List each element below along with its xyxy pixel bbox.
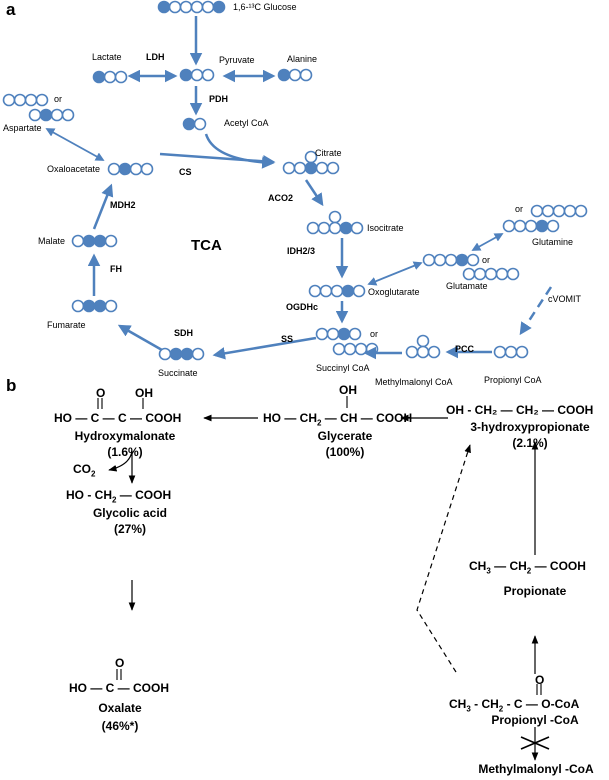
hydroxypropionate-name: 3-hydroxypropionate [470, 420, 590, 434]
succinyl-coa-label: Succinyl CoA [316, 363, 370, 373]
glycolic-acid-percent: (27%) [113, 522, 146, 536]
hydroxymalonate-percent: (1.6%) [107, 445, 143, 459]
ss-enzyme-label: SS [281, 334, 294, 344]
succinate-label: Succinate [158, 368, 198, 378]
propionate-name: Propionate [503, 584, 567, 598]
aspartate-carbons [2, 93, 75, 122]
isocitrate-label: Isocitrate [367, 223, 404, 233]
citrate-carbons [282, 150, 340, 175]
fumarate-label: Fumarate [47, 320, 86, 330]
acetyl-coa-label: Acetyl CoA [224, 118, 269, 128]
co2-label: CO2 [73, 462, 96, 479]
propionate-formula: CH3 — CH2 — COOH [469, 559, 586, 576]
isocitrate-carbons [306, 210, 364, 235]
block-cross [520, 736, 550, 750]
citrate-label: Citrate [315, 148, 342, 158]
propionyl-coa-label: Propionyl CoA [484, 375, 542, 385]
hydroxymalonate-name: Hydroxymalonate [74, 429, 176, 443]
fh-enzyme-label: FH [110, 264, 122, 274]
ldh-enzyme-label: LDH [146, 52, 165, 62]
arrow-succinylcoa-succinate [212, 336, 317, 360]
methylmalonyl-coa-label: Methylmalonyl CoA [375, 377, 453, 387]
glycerate-hydroxyl: OH [339, 383, 357, 397]
glutamate-label: Glutamate [446, 281, 488, 291]
pyruvate-label: Pyruvate [219, 55, 255, 65]
mdh2-enzyme-label: MDH2 [110, 200, 136, 210]
glutamate-or-label: or [482, 255, 491, 265]
glutamate-carbons [422, 253, 520, 281]
tca-cycle-label: TCA [191, 237, 222, 254]
hydroxypropionate-percent: (2.1%) [512, 436, 548, 450]
malate-label: Malate [38, 236, 66, 246]
methylmalonyl-coa-carbons [405, 334, 441, 359]
succinyl-coa-carbons [315, 327, 379, 356]
oxalate-carbonyl-o: O [115, 656, 125, 670]
hydroxypropionate-formula: OH - CH₂ — CH₂ — COOH [446, 403, 594, 417]
glycerate-name: Glycerate [317, 429, 373, 443]
pdh-enzyme-label: PDH [209, 94, 229, 104]
pcc-enzyme-label: PCC [455, 344, 475, 354]
malate-carbons [71, 234, 118, 248]
oxaloacetate-carbons [107, 162, 154, 176]
arrow-aspartate-oxaloacetate [45, 128, 105, 161]
glycolic-acid-name: Glycolic acid [92, 506, 168, 520]
oxalate-formula: HO — C — COOH [69, 681, 170, 695]
aco2-enzyme-label: ACO2 [268, 193, 294, 203]
succinate-carbons [158, 347, 205, 361]
pyruvate-carbons [179, 68, 215, 82]
arrow-cvomit-propionylcoa [519, 286, 553, 336]
oxaloacetate-label: Oxaloacetate [47, 164, 101, 174]
glutamine-carbons [502, 204, 588, 233]
fumarate-carbons [71, 299, 118, 313]
alanine-carbons [277, 68, 313, 82]
oxoglutarate-carbons [308, 284, 366, 298]
propionyl-coa-carbonyl-o: O [535, 673, 545, 687]
panel-label-a: a [6, 0, 16, 19]
hydroxymalonate-hydroxyl: OH [135, 386, 153, 400]
arrow-glutamate-glutamine [471, 233, 504, 251]
cs-enzyme-label: CS [179, 167, 192, 177]
methylmalonyl-coa-name: Methylmalonyl -CoA [478, 762, 594, 776]
hydroxymalonate-carbonyl-o: O [96, 386, 106, 400]
ogdhc-enzyme-label: OGDHc [286, 302, 319, 312]
glucose-label: 1,6-¹³C Glucose [233, 2, 297, 12]
lactate-label: Lactate [92, 52, 122, 62]
panel-label-b: b [6, 376, 17, 395]
glycerate-formula: HO — CH2 — CH — COOH [263, 411, 413, 428]
succinyl-or-label: or [370, 329, 379, 339]
reaction-arrows [108, 414, 550, 761]
arrow-co2-release [108, 450, 133, 472]
hydroxymalonate-formula: HO — C — C — COOH [54, 411, 182, 425]
glycerate-percent: (100%) [325, 445, 365, 459]
arrow-propionylcoa-hydroxypropionate-dashed [416, 444, 471, 673]
glucose-carbons [157, 0, 226, 14]
arrow-oxaloacetate-citrate [159, 152, 276, 168]
propionyl-coa-formula: CH3 - CH2 - C — O-CoA [449, 697, 580, 714]
aspartate-label: Aspartate [3, 123, 42, 133]
alanine-label: Alanine [287, 54, 318, 64]
cvomit-label: cVOMIT [548, 294, 581, 304]
arrow-citrate-isocitrate [304, 179, 324, 207]
oxoglutarate-label: Oxoglutarate [368, 287, 420, 297]
lactate-carbons [92, 70, 128, 84]
aspartate-or-label: or [54, 94, 63, 104]
sdh-enzyme-label: SDH [174, 328, 194, 338]
pathway-arrows [45, 16, 553, 360]
oxalate-percent: (46%*) [101, 719, 139, 733]
glycolic-acid-formula: HO - CH2 — COOH [66, 488, 172, 505]
glutamine-or-label: or [515, 204, 524, 214]
chemistry-bonds [97, 396, 542, 695]
acetyl-coa-carbons [182, 117, 207, 131]
oxalate-name: Oxalate [98, 701, 142, 715]
propionyl-coa-name: Propionyl -CoA [491, 713, 579, 727]
arrow-oxoglutarate-glutamate [367, 261, 423, 286]
propionyl-coa-carbons [493, 345, 529, 359]
arrow-succinate-fumarate [117, 324, 163, 352]
idh-enzyme-label: IDH2/3 [287, 246, 316, 256]
arrow-malate-oxaloacetate [92, 183, 114, 230]
glutamine-label: Glutamine [532, 237, 574, 247]
